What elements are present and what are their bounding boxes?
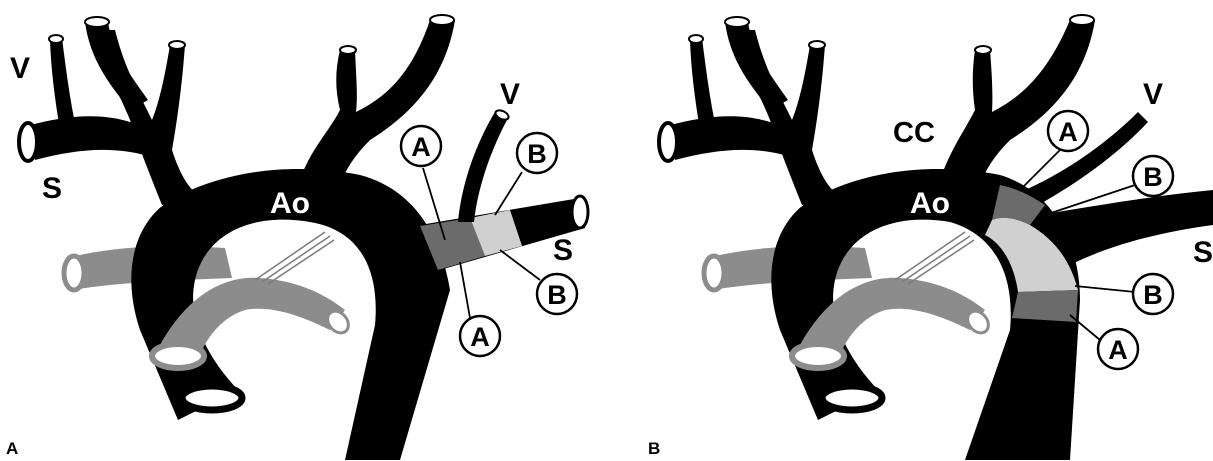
label-subclavian-b: S	[1193, 236, 1213, 269]
callout-label: A	[1108, 335, 1128, 365]
panel-a: V S Ao V S A A B A B	[6, 15, 588, 460]
aortic-root-opening-b	[822, 386, 882, 410]
panel-b: CC Ao V S B A B B A	[648, 15, 1213, 460]
branch-top-left-b	[725, 22, 788, 110]
label-aorta-b: Ao	[910, 187, 950, 220]
common-carotid-b	[940, 20, 1095, 185]
callout-label: A	[411, 132, 431, 162]
label-subclavian-left-a: S	[42, 172, 62, 205]
callout-label: B	[1143, 162, 1163, 192]
vertebral-left-a	[50, 38, 76, 130]
callout-label: B	[547, 280, 567, 310]
label-common-carotid-b: CC	[893, 117, 935, 149]
branch-top-left-a	[85, 22, 148, 110]
label-aorta-a: Ao	[270, 187, 310, 220]
label-vertebral-b: V	[1143, 78, 1163, 111]
callout-label: A	[470, 322, 490, 352]
panel-letter-b: B	[648, 439, 660, 458]
vertebral-left-b	[690, 38, 716, 130]
panel-letter-a: A	[6, 439, 18, 458]
aortic-root-opening-a	[182, 386, 242, 410]
callout-label: B	[527, 139, 547, 169]
label-vertebral-left-a: V	[10, 52, 30, 85]
label-vertebral-right-a: V	[500, 78, 520, 111]
label-subclavian-right-a: S	[553, 234, 573, 267]
zone-a-lower-b	[1012, 290, 1078, 322]
subclavian-right-vessel-b	[1040, 190, 1213, 265]
callout-label: A	[1058, 117, 1078, 147]
callout-label: B	[1143, 280, 1163, 310]
